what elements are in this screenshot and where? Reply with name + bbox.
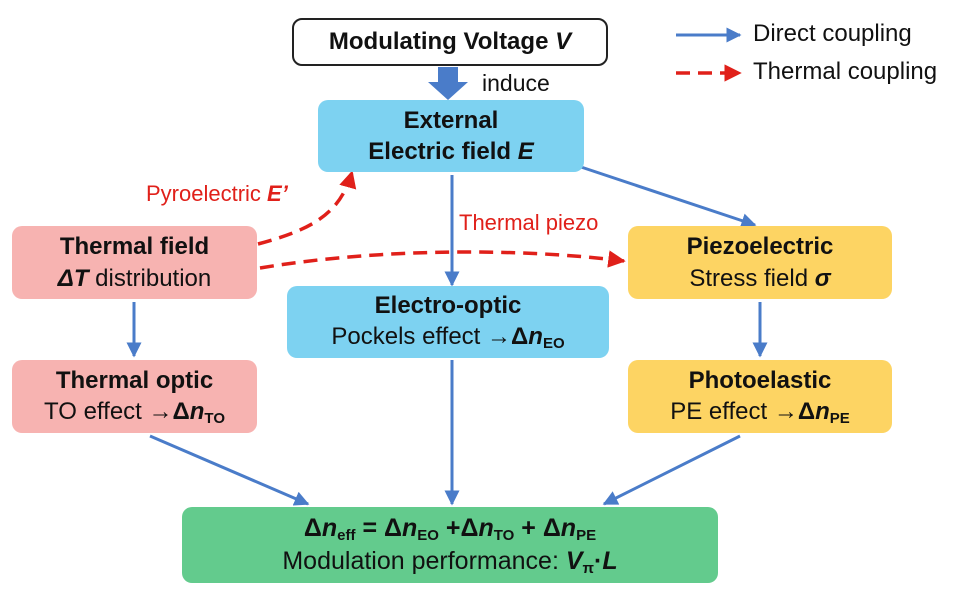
result-sub-eo: EO — [417, 526, 439, 544]
result-sub-pe: PE — [576, 526, 597, 544]
photoelastic-sub: PE — [829, 409, 850, 427]
external-electric-field-box: External Electric field E — [318, 100, 584, 172]
thermal-optic-text: TO effect → — [44, 397, 173, 425]
result-n-to: n — [478, 513, 494, 542]
external-title: External — [403, 106, 499, 134]
electro-optic-text: Pockels effect → — [331, 323, 512, 351]
legend-direct-label: Direct coupling — [753, 20, 912, 47]
result-delta-eo: Δ — [384, 513, 402, 542]
result-l: L — [602, 547, 618, 575]
result-equation: Δneff = ΔnEO +ΔnTO + ΔnPE — [304, 512, 596, 546]
result-equals: = — [355, 513, 385, 542]
electro-optic-box: Electro-optic Pockels effect →ΔnEO — [287, 286, 609, 358]
thermal-optic-sub: TO — [204, 409, 225, 427]
thermal-optic-n: n — [189, 397, 205, 425]
arrow-thermal-optic-to-result — [149, 434, 310, 506]
thermal-optic-title: Thermal optic — [55, 366, 214, 394]
result-n-eo: n — [401, 513, 418, 542]
photoelastic-title: Photoelastic — [688, 366, 832, 394]
result-n-pe: n — [560, 513, 577, 542]
arrow-external-to-piezo — [574, 163, 757, 228]
result-sub-eff: eff — [337, 526, 356, 544]
thermal-field-box: Thermal field ΔT distribution — [12, 226, 257, 299]
result-sub-to: TO — [493, 526, 515, 544]
result-box: Δneff = ΔnEO +ΔnTO + ΔnPE Modulation per… — [182, 507, 718, 583]
induce-arrow — [428, 67, 468, 100]
photoelastic-n: n — [815, 397, 830, 425]
modulating-voltage-box: Modulating Voltage V — [292, 18, 608, 66]
induce-label: induce — [482, 70, 550, 96]
result-pi: π — [582, 560, 595, 577]
result-delta-pe: Δ — [542, 513, 561, 542]
arrow-photoelastic-to-result — [602, 434, 741, 506]
piezo-text: Stress field — [689, 264, 815, 292]
result-n-eff: n — [321, 513, 338, 542]
arrow-thermal-piezo — [259, 250, 626, 270]
voltage-label: Modulating Voltage — [328, 28, 556, 56]
legend-thermal-label: Thermal coupling — [753, 58, 938, 85]
thermal-field-text: distribution — [88, 264, 212, 292]
photoelastic-box: Photoelastic PE effect →ΔnPE — [628, 360, 892, 433]
pyroelectric-symbol: E’ — [267, 181, 288, 206]
result-plus-2: + — [514, 513, 543, 542]
piezoelectric-box: Piezoelectric Stress field σ — [628, 226, 892, 299]
external-subtitle: Electric field — [368, 138, 518, 165]
thermal-field-title: Thermal field — [59, 233, 210, 261]
result-v: V — [565, 547, 583, 575]
pyroelectric-label: Pyroelectric E’ — [146, 181, 288, 207]
result-delta-to: Δ — [460, 513, 479, 542]
piezo-symbol: σ — [814, 264, 831, 292]
result-dot: · — [594, 547, 603, 575]
thermal-piezo-label: Thermal piezo — [459, 210, 599, 235]
photoelastic-delta: Δ — [797, 397, 816, 425]
result-delta-eff: Δ — [303, 513, 322, 542]
electro-optic-sub: EO — [542, 335, 565, 353]
thermal-optic-delta: Δ — [172, 397, 190, 425]
result-performance: Modulation performance: Vπ·L — [282, 545, 617, 579]
voltage-symbol: V — [555, 28, 572, 56]
piezo-title: Piezoelectric — [686, 233, 834, 261]
electro-optic-n: n — [528, 323, 543, 351]
pyroelectric-text: Pyroelectric — [146, 181, 268, 206]
result-plus-1: + — [438, 513, 461, 542]
electro-optic-title: Electro-optic — [374, 292, 522, 320]
photoelastic-text: PE effect → — [670, 397, 798, 425]
result-performance-text: Modulation performance: — [282, 547, 566, 575]
electro-optic-delta: Δ — [511, 323, 529, 351]
thermal-optic-box: Thermal optic TO effect →ΔnTO — [12, 360, 257, 433]
arrow-pyroelectric — [257, 170, 357, 246]
external-symbol: E — [517, 138, 534, 165]
thermal-field-symbol: ΔT — [57, 264, 89, 292]
